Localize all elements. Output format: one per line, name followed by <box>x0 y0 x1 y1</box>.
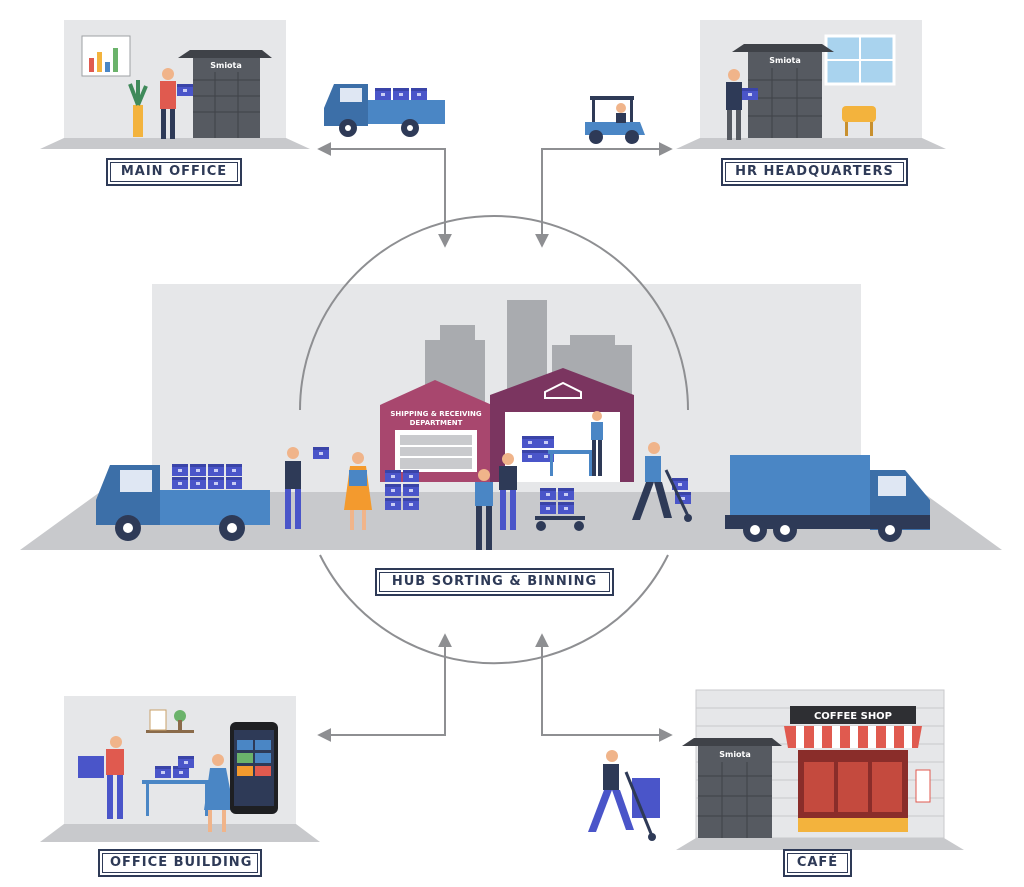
cafe-scene: COFFEE SHOP Smiota <box>588 689 964 850</box>
cafe-dolly-worker <box>588 750 660 841</box>
label-hub: HUB SORTING & BINNING <box>375 568 614 596</box>
dolly-worker <box>632 442 692 522</box>
workers-center <box>475 453 517 550</box>
label-office-building: OFFICE BUILDING <box>98 849 262 877</box>
locker-brand-hr: Smiota <box>769 56 801 65</box>
hr-headquarters-scene: Smiota <box>585 20 946 149</box>
locker-brand-main: Smiota <box>210 61 242 70</box>
golf-cart <box>585 96 645 144</box>
storage-warehouse <box>490 368 634 482</box>
arrow-office-building <box>317 633 452 742</box>
pickup-truck <box>96 464 270 541</box>
coffee-shop-sign: COFFEE SHOP <box>814 711 892 722</box>
hub-scene: SHIPPING & RECEIVING DEPARTMENT <box>20 215 1002 665</box>
shipping-sign-line2: DEPARTMENT <box>410 419 463 427</box>
arrow-hr-headquarters <box>535 142 673 248</box>
arrow-cafe <box>535 633 673 742</box>
main-office-truck <box>324 84 445 137</box>
arrow-main-office <box>317 142 452 248</box>
locker-main-office: Smiota <box>178 50 272 138</box>
smartphone <box>230 722 278 814</box>
shipping-sign-line1: SHIPPING & RECEIVING <box>390 410 482 418</box>
office-building-scene <box>40 696 320 842</box>
workers-handoff <box>285 447 372 530</box>
main-office-scene: Smiota <box>40 20 445 149</box>
locker-brand-cafe: Smiota <box>719 750 751 759</box>
label-cafe: CAFÉ <box>783 849 852 877</box>
box-truck <box>725 455 930 542</box>
label-hr-headquarters: HR HEADQUARTERS <box>721 158 908 186</box>
locker-hr: Smiota <box>732 44 834 138</box>
locker-cafe: Smiota <box>682 738 782 838</box>
connector-arrows <box>317 142 673 742</box>
label-main-office: MAIN OFFICE <box>106 158 242 186</box>
box-cart <box>535 488 585 531</box>
shipping-warehouse: SHIPPING & RECEIVING DEPARTMENT <box>380 380 492 482</box>
